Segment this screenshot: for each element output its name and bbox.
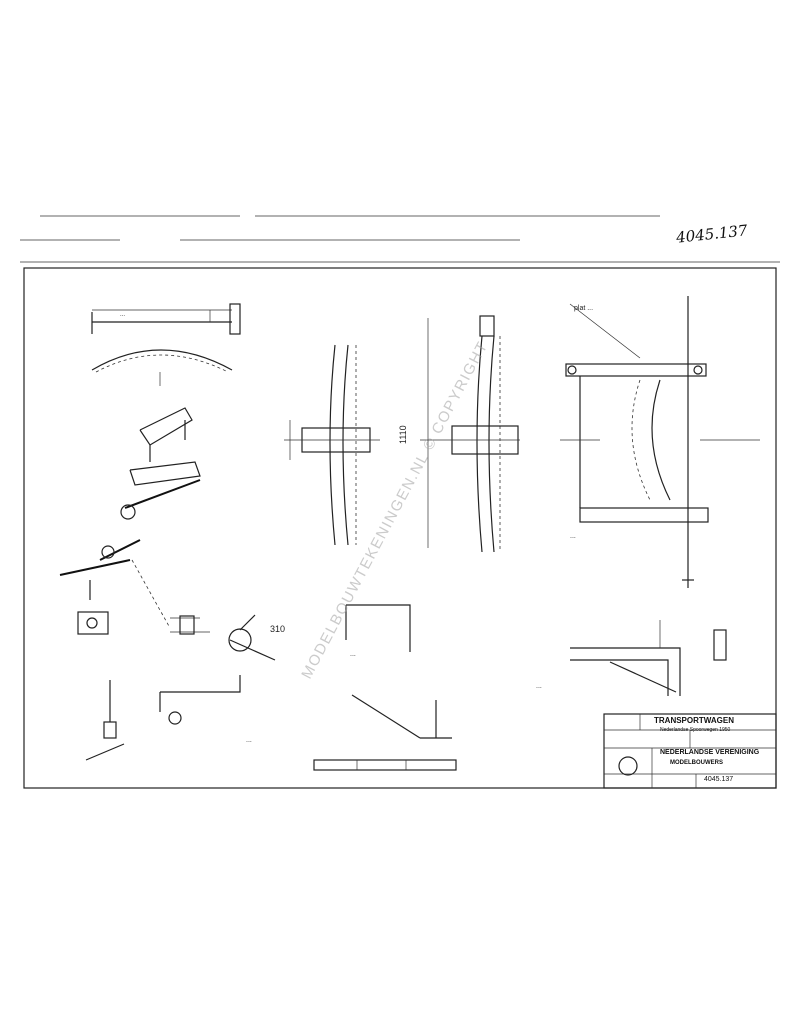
bottom-left-bolt-parts: [85, 615, 241, 761]
top-left-strip-part: [91, 303, 241, 335]
title-block: [603, 713, 777, 789]
right-frame-assembly: [560, 296, 760, 588]
right-bracket-detail: [570, 620, 727, 696]
curved-arch-part: [91, 349, 233, 371]
dim-1110: 1110: [398, 425, 408, 444]
channel-section: [346, 604, 411, 652]
title-block-organization-line2: MODELBOUWERS: [670, 760, 723, 766]
flat-strip-part: [313, 759, 457, 771]
society-seal: [618, 756, 638, 776]
inclined-bar: [351, 694, 421, 739]
center-right-plan-view: [420, 315, 520, 553]
label-bottom-part: ...: [246, 737, 252, 744]
drawing-border: [23, 267, 777, 789]
arch-dashed-line: [95, 354, 229, 373]
label-small-part: ...: [350, 651, 356, 658]
title-block-title: TRANSPORTWAGEN: [654, 716, 734, 725]
left-isometric-mechanism: [59, 407, 201, 635]
label-frame: plat ...: [574, 305, 593, 312]
center-left-plan-view: [284, 344, 380, 546]
hand-wheel-part: [228, 614, 276, 661]
top-registration-marks: [20, 215, 780, 263]
dim-310: 310: [270, 624, 285, 634]
label-top-left-part: ...: [120, 312, 125, 318]
label-frame-bottom: ...: [570, 533, 576, 540]
title-block-subtitle: Nederlandse Spoorwegen 1950: [660, 727, 731, 733]
label-bracket: ...: [536, 683, 542, 690]
title-block-drawing-number: 4045.137: [704, 776, 734, 783]
title-block-organization: NEDERLANDSE VERENIGING: [660, 749, 760, 756]
